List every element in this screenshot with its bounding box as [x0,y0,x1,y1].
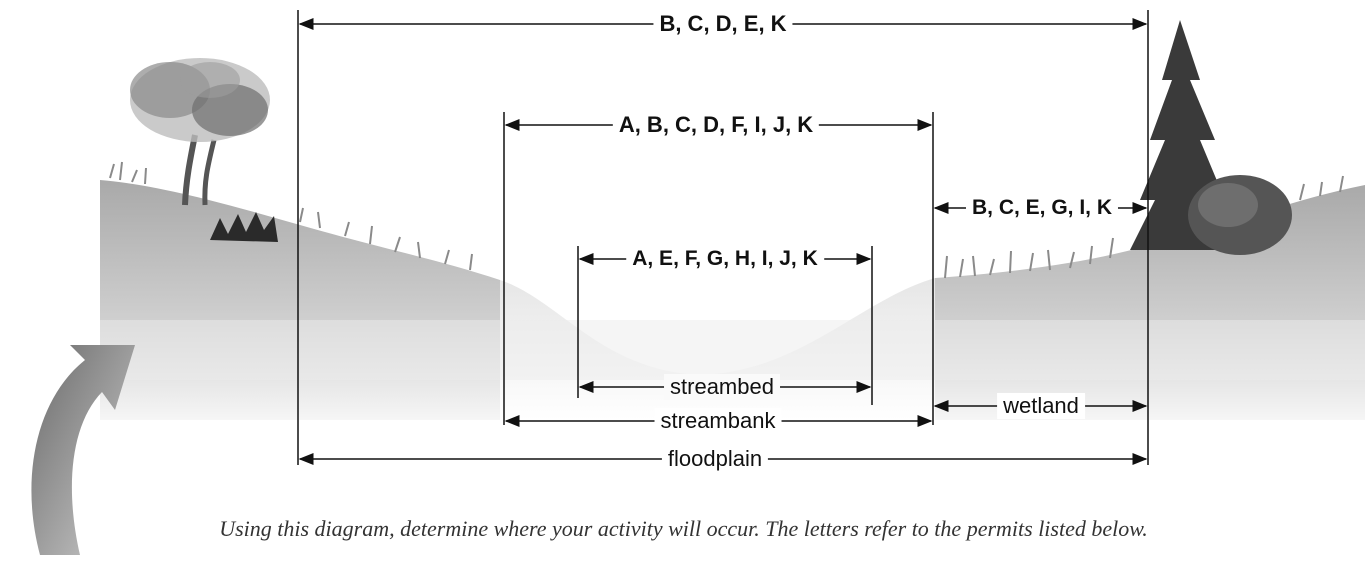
deciduous-tree-icon [130,58,278,242]
streambank-label: streambank [654,408,782,434]
outer-permits-label: B, C, D, E, K [653,11,793,37]
streambank-permits-label: A, B, C, D, F, I, J, K [612,112,820,138]
wetland-label: wetland [997,393,1085,419]
bush-icon [1188,175,1292,255]
grass-tufts [109,161,1344,279]
streambed-label: streambed [664,374,780,400]
floodplain-label: floodplain [661,446,769,472]
boundary-lines [297,10,1149,465]
diagram-caption: Using this diagram, determine where your… [219,516,1148,541]
curved-arrow-icon [31,345,135,555]
wetland-permits-label: B, C, E, G, I, K [965,195,1119,221]
water-band [100,320,1365,380]
left-bank-ground [100,180,500,420]
streambed-permits-label: A, E, F, G, H, I, J, K [626,246,824,272]
